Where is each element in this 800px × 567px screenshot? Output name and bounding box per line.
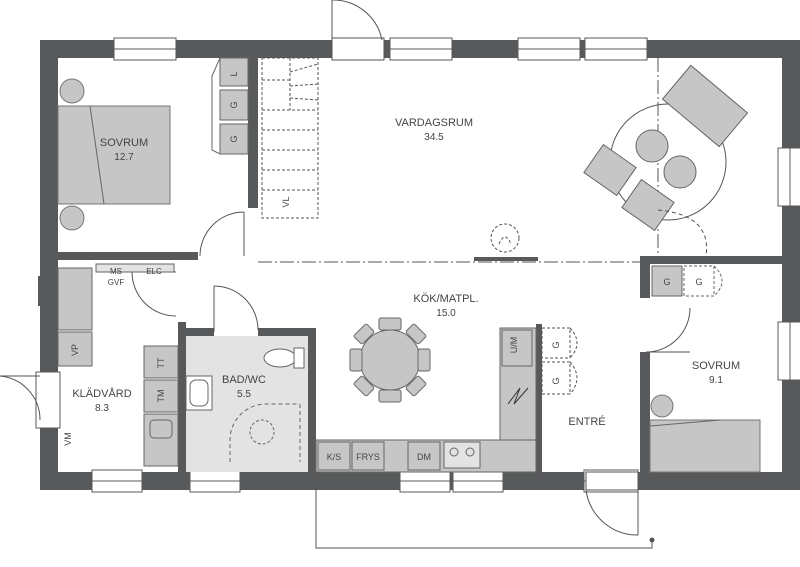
ks-label: K/S — [327, 452, 342, 462]
tm-label: TM — [156, 390, 166, 403]
living-curtain-line — [657, 209, 708, 257]
entry-g1-label: G — [551, 341, 561, 348]
left-door — [0, 375, 41, 421]
laundry-fixtures — [57, 263, 175, 367]
kok-name: KÖK/MATPL. — [413, 293, 478, 305]
kladvard-name: KLÄDVÅRD — [72, 387, 131, 400]
ms-label: MS — [110, 267, 122, 276]
closets-sovrum2 — [651, 265, 723, 297]
sovrum1-name: SOVRUM — [100, 137, 148, 149]
badwc-name: BAD/WC — [222, 374, 266, 386]
kok-area: 15.0 — [436, 308, 456, 319]
dm-label: DM — [417, 452, 431, 462]
sovrum2-g2-label: G — [695, 277, 702, 287]
bathroom-fixtures — [185, 347, 305, 462]
bed-sovrum2 — [649, 394, 761, 473]
entry-g2-label: G — [551, 377, 561, 384]
sovrum1-area: 12.7 — [114, 152, 134, 163]
elc-label: ELC — [146, 267, 162, 276]
gvf-label: GVF — [108, 278, 125, 287]
wardrobe-g2-label: G — [229, 135, 239, 142]
kladvard-area: 8.3 — [95, 403, 109, 414]
entry-door — [315, 471, 655, 549]
vardagsrum-name: VARDAGSRUM — [395, 117, 473, 129]
wardrobe-g-label: G — [229, 101, 239, 108]
living-seating — [583, 64, 749, 232]
top-door — [331, 0, 385, 61]
vm-label: VM — [63, 432, 73, 446]
entry-closets — [541, 327, 578, 395]
um-label: U/M — [509, 337, 519, 354]
kitchen-counter — [315, 327, 537, 473]
sovrum2-g1-label: G — [663, 277, 670, 287]
wardrobes-sovrum1 — [211, 57, 249, 155]
frys-label: FRYS — [356, 452, 380, 462]
dining-table — [349, 317, 431, 403]
sovrum2-name: SOVRUM — [692, 360, 740, 372]
badwc-area: 5.5 — [237, 389, 251, 400]
bed-sovrum1 — [57, 78, 171, 231]
fireplace — [490, 223, 520, 253]
interior-walls — [58, 58, 782, 472]
tt-label: TT — [156, 357, 166, 368]
left-vent — [38, 276, 48, 306]
sovrum2-area: 9.1 — [709, 375, 723, 386]
vp-label: VP — [70, 344, 80, 356]
stair-vl-label: VL — [281, 196, 291, 207]
entre-name: ENTRÉ — [568, 415, 605, 428]
laundry-machines — [143, 345, 179, 467]
wardrobe-l-label: L — [229, 71, 239, 76]
staircase — [261, 57, 319, 219]
vardagsrum-area: 34.5 — [424, 132, 444, 143]
